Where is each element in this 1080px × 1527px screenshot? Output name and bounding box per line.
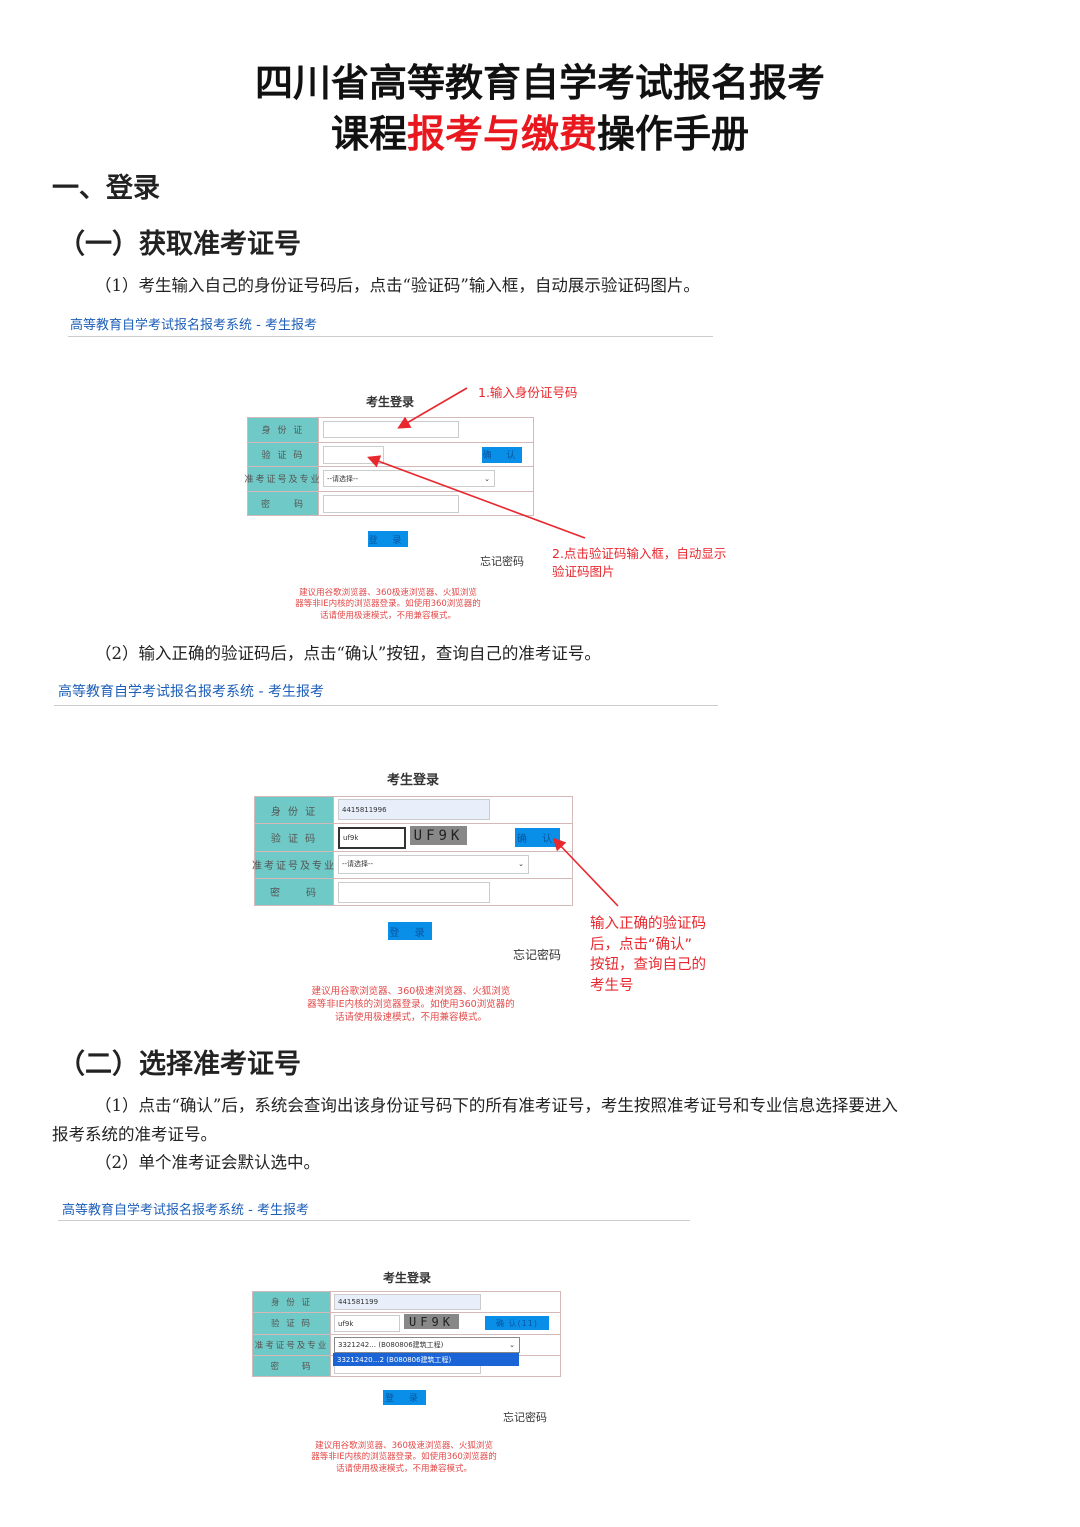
label-password: 密 码 xyxy=(253,1355,331,1376)
label-captcha: 验 证 码 xyxy=(255,824,334,851)
exam-select[interactable]: 3321242… (B080806建筑工程) ⌄ xyxy=(334,1336,520,1353)
subheading-get-ticket: （一）获取准考证号 xyxy=(58,229,301,260)
login-button[interactable]: 登 录 xyxy=(368,531,408,547)
password-input[interactable] xyxy=(338,881,490,903)
section-heading-login: 一、登录 xyxy=(52,173,160,204)
browser-notes: 建议用谷歌浏览器、360极速浏览器、火狐浏览器等非IE内核的浏览器登录。如使用3… xyxy=(295,588,481,622)
note-line: 建议用谷歌浏览器、360极速浏览器、火狐浏览 xyxy=(299,588,477,598)
system-header[interactable]: 高等教育自学考试报名报考系统 - 考生报考 xyxy=(70,318,317,333)
dropdown-option-selected[interactable]: 33212420…2 (B080806建筑工程) xyxy=(333,1353,519,1366)
ann-line: 考生号 xyxy=(590,977,634,994)
login-button[interactable]: 登 录 xyxy=(388,922,432,940)
system-header[interactable]: 高等教育自学考试报名报考系统 - 考生报考 xyxy=(62,1203,309,1218)
label-id: 身 份 证 xyxy=(248,418,319,442)
password-input[interactable] xyxy=(323,494,459,513)
login-title: 考生登录 xyxy=(365,395,415,409)
label-password: 密 码 xyxy=(248,491,319,515)
note-line: 建议用谷歌浏览器、360极速浏览器、火狐浏览 xyxy=(315,1441,493,1451)
paragraph: （1）考生输入自己的身份证号码后，点击“验证码”输入框，自动展示验证码图片。 xyxy=(95,276,700,295)
divider xyxy=(68,336,713,337)
annotation-2b: 验证码图片 xyxy=(552,564,615,579)
chevron-down-icon: ⌄ xyxy=(484,474,490,483)
annotation-1: 1.输入身份证号码 xyxy=(478,385,578,400)
captcha-input[interactable] xyxy=(323,445,384,464)
captcha-image[interactable]: UF9K xyxy=(404,1314,459,1330)
subheading-select-ticket: （二）选择准考证号 xyxy=(58,1049,301,1080)
captcha-input[interactable]: uf9k xyxy=(338,827,406,850)
divider xyxy=(58,1220,690,1221)
select-value: 3321242… (B080806建筑工程) xyxy=(338,1340,444,1349)
note-line: 器等非IE内核的浏览器登录。如使用360浏览器的 xyxy=(307,998,515,1010)
forgot-password-link[interactable]: 忘记密码 xyxy=(513,948,562,962)
label-exam: 准考证号及专业 xyxy=(252,851,334,878)
select-placeholder: --请选择-- xyxy=(342,860,374,868)
note-line: 器等非IE内核的浏览器登录。如使用360浏览器的 xyxy=(311,1452,497,1463)
forgot-password-link[interactable]: 忘记密码 xyxy=(503,1411,547,1424)
label-captcha: 验 证 码 xyxy=(248,442,319,466)
annotation: 输入正确的验证码后，点击“确认” 按钮，查询自己的考生号 xyxy=(590,914,706,996)
title-red: 报考与缴费 xyxy=(406,111,597,156)
id-input[interactable] xyxy=(323,421,459,438)
note-line: 话请使用极速模式，不用兼容模式。 xyxy=(334,1011,487,1023)
note-line: 话请使用极速模式，不用兼容模式。 xyxy=(319,610,457,621)
login-form: 身 份 证 验 证 码 确 认 准考证号及专业 --请选择-- ⌄ 密 码 xyxy=(245,417,534,516)
forgot-password-link[interactable]: 忘记密码 xyxy=(480,555,524,568)
paragraph: （2）单个准考证会默认选中。 xyxy=(95,1153,320,1172)
confirm-button[interactable]: 确 认 xyxy=(482,446,522,463)
doc-title-line1: 四川省高等教育自学考试报名报考 xyxy=(254,60,825,105)
chevron-down-icon: ⌄ xyxy=(509,1340,515,1349)
note-line: 建议用谷歌浏览器、360极速浏览器、火狐浏览 xyxy=(311,986,511,997)
label-exam: 准考证号及专业 xyxy=(253,1334,331,1355)
label-id: 身 份 证 xyxy=(253,1292,331,1313)
ann-line: 输入正确的验证码 xyxy=(590,916,706,932)
exam-select[interactable]: --请选择-- ⌄ xyxy=(338,854,529,874)
id-input[interactable]: 441581199 xyxy=(334,1294,481,1310)
paragraph: 报考系统的准考证号。 xyxy=(52,1125,217,1144)
login-title: 考生登录 xyxy=(386,773,440,788)
label-exam: 准考证号及专业 xyxy=(245,467,320,491)
captcha-image[interactable]: UF9K xyxy=(410,826,467,846)
label-password: 密 码 xyxy=(255,878,334,905)
paragraph: （2）输入正确的验证码后，点击“确认”按钮，查询自己的准考证号。 xyxy=(95,644,601,663)
exam-select[interactable]: --请选择-- ⌄ xyxy=(323,470,495,487)
divider xyxy=(54,705,718,706)
doc-title-line2: 课程报考与缴费操作手册 xyxy=(0,103,1080,158)
chevron-down-icon: ⌄ xyxy=(518,860,524,868)
browser-notes: 建议用谷歌浏览器、360极速浏览器、火狐浏览器等非IE内核的浏览器登录。如使用3… xyxy=(307,986,514,1024)
note-line: 话请使用极速模式，不用兼容模式。 xyxy=(335,1463,473,1474)
ann-line: 后，点击“确认” xyxy=(590,936,693,953)
confirm-button[interactable]: 确 认 xyxy=(515,828,560,848)
select-placeholder: --请选择-- xyxy=(327,474,359,483)
id-input[interactable]: 4415811996 xyxy=(338,799,490,820)
title-post: 操作手册 xyxy=(597,111,750,156)
captcha-input[interactable]: uf9k xyxy=(334,1315,400,1333)
title-pre: 课程 xyxy=(330,111,407,156)
label-id: 身 份 证 xyxy=(255,797,334,824)
paragraph: （1）点击“确认”后，系统会查询出该身份证号码下的所有准考证号，考生按照准考证号… xyxy=(95,1096,898,1115)
browser-notes: 建议用谷歌浏览器、360极速浏览器、火狐浏览器等非IE内核的浏览器登录。如使用3… xyxy=(311,1441,497,1475)
login-button[interactable]: 登 录 xyxy=(383,1390,426,1405)
annotation-2: 2.点击验证码输入框，自动显示 xyxy=(552,546,727,561)
confirm-button[interactable]: 确 认(11) xyxy=(485,1316,549,1331)
login-title: 考生登录 xyxy=(382,1271,432,1285)
system-header[interactable]: 高等教育自学考试报名报考系统 - 考生报考 xyxy=(58,684,324,700)
label-captcha: 验 证 码 xyxy=(253,1313,331,1334)
note-line: 器等非IE内核的浏览器登录。如使用360浏览器的 xyxy=(295,599,481,610)
ann-line: 按钮，查询自己的 xyxy=(590,957,706,973)
